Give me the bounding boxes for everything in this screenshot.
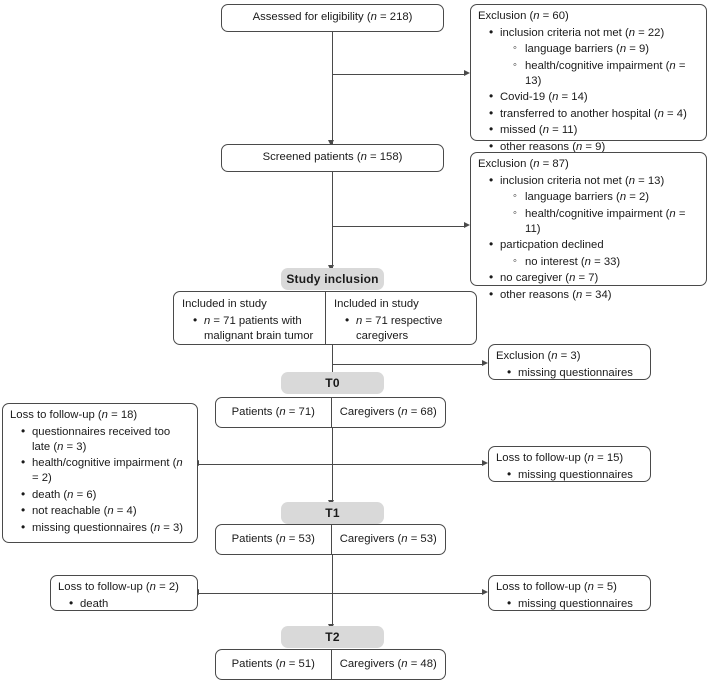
exclusion-1-sublist: language barriers (n = 9) health/cogniti… [500, 41, 699, 89]
badge-t0-label: T0 [325, 376, 340, 390]
list-item: n = 71 patients with malignant brain tum… [193, 313, 317, 344]
box-loss-caregivers-t2[interactable]: Loss to follow-up (n = 5) missing questi… [488, 575, 651, 611]
list-item: questionnaires received too late (n = 3) [21, 424, 190, 455]
list-item: transferred to another hospital (n = 4) [489, 106, 699, 122]
t0-caregivers-label: Caregivers (n = 68) [339, 405, 437, 418]
exclusion-2-sublist-a: language barriers (n = 2) health/cogniti… [500, 189, 699, 237]
t1-caregivers-label: Caregivers (n = 53) [339, 532, 437, 545]
list-item: no interest (n = 33) [513, 254, 699, 270]
loss-caregivers-t1-header: Loss to follow-up (n = 15) [496, 452, 624, 464]
connector-screened-to-inclusion [332, 172, 333, 271]
list-item: inclusion criteria not met (n = 22) lang… [489, 25, 699, 89]
box-loss-caregivers-t1[interactable]: Loss to follow-up (n = 15) missing quest… [488, 446, 651, 482]
list-item: health/cognitive impairment (n = 13) [513, 58, 699, 89]
t0-patients-label: Patients (n = 71) [231, 405, 315, 418]
list-item: no caregiver (n = 7) [489, 270, 699, 286]
connector-included-to-t0 [332, 345, 333, 380]
exclusion-2-list: inclusion criteria not met (n = 13) lang… [478, 173, 699, 303]
list-item: Covid-19 (n = 14) [489, 89, 699, 105]
node-screened-patients[interactable]: Screened patients (n = 158) [221, 144, 444, 172]
list-item: n = 71 respective caregivers [345, 313, 468, 344]
list-item: death [69, 596, 190, 612]
cell-t0-caregivers[interactable]: Caregivers (n = 68) [330, 398, 446, 427]
list-item: particpation declined no interest (n = 3… [489, 237, 699, 270]
exclusion-1-header: Exclusion (n = 60) [478, 10, 569, 22]
badge-t1: T1 [281, 502, 384, 524]
arrowhead-exclusion-2 [464, 222, 470, 229]
connector-to-exclusion-3 [332, 364, 484, 365]
t2-caregivers-label: Caregivers (n = 48) [339, 657, 437, 670]
list-item: inclusion criteria not met (n = 13) lang… [489, 173, 699, 237]
box-exclusion-1[interactable]: Exclusion (n = 60) inclusion criteria no… [470, 4, 707, 155]
node-t0-row[interactable]: Patients (n = 71) Caregivers (n = 68) [215, 397, 446, 428]
t2-patients-label: Patients (n = 51) [231, 657, 315, 670]
cell-included-caregivers[interactable]: Included in study n = 71 respective care… [325, 292, 476, 344]
included-caregivers-bullets: n = 71 respective caregivers [334, 313, 468, 344]
connector-t0-to-t1 [332, 428, 333, 506]
box-loss-patients-t1[interactable]: Loss to follow-up (n = 18) questionnaire… [2, 403, 198, 543]
box-loss-patients-t2[interactable]: Loss to follow-up (n = 2) death [50, 575, 198, 611]
arrowhead-loss-caregivers-t2 [482, 589, 488, 596]
list-item: language barriers (n = 9) [513, 41, 699, 57]
arrowhead-exclusion-3 [482, 360, 488, 367]
included-caregivers-header: Included in study [334, 298, 419, 310]
node-included-in-study[interactable]: Included in study n = 71 patients with m… [173, 291, 477, 345]
badge-t1-label: T1 [325, 506, 340, 520]
loss-caregivers-t1-list: missing questionnaires [496, 467, 643, 483]
loss-caregivers-t2-list: missing questionnaires [496, 596, 643, 612]
connector-assessed-to-screened [332, 31, 333, 144]
arrowhead-exclusion-1 [464, 70, 470, 77]
t1-patients-label: Patients (n = 53) [231, 532, 315, 545]
list-item: missing questionnaires (n = 3) [21, 520, 190, 536]
exclusion-3-header: Exclusion (n = 3) [496, 350, 581, 362]
cell-t2-caregivers[interactable]: Caregivers (n = 48) [330, 650, 446, 679]
list-item: health/cognitive impairment (n = 11) [513, 206, 699, 237]
list-item: missing questionnaires [507, 467, 643, 483]
box-exclusion-2[interactable]: Exclusion (n = 87) inclusion criteria no… [470, 152, 707, 303]
arrowhead-loss-caregivers-t1 [482, 460, 488, 467]
node-t1-row[interactable]: Patients (n = 53) Caregivers (n = 53) [215, 524, 446, 555]
list-item: other reasons (n = 9) [489, 139, 699, 155]
badge-t2: T2 [281, 626, 384, 648]
node-screened-label: Screened patients (n = 158) [262, 151, 403, 164]
exclusion-3-list: missing questionnaires [496, 365, 643, 381]
cell-t1-patients[interactable]: Patients (n = 53) [216, 525, 331, 554]
arrowhead-to-screened [328, 140, 335, 146]
list-item: missing questionnaires [507, 365, 643, 381]
box-exclusion-3[interactable]: Exclusion (n = 3) missing questionnaires [488, 344, 651, 380]
list-item: death (n = 6) [21, 487, 190, 503]
list-item: not reachable (n = 4) [21, 503, 190, 519]
loss-patients-t1-list: questionnaires received too late (n = 3)… [10, 424, 190, 536]
included-patients-header: Included in study [182, 298, 267, 310]
list-item: language barriers (n = 2) [513, 189, 699, 205]
list-item: missed (n = 11) [489, 122, 699, 138]
loss-caregivers-t2-header: Loss to follow-up (n = 5) [496, 581, 617, 593]
loss-patients-t1-header: Loss to follow-up (n = 18) [10, 409, 138, 421]
exclusion-2-header: Exclusion (n = 87) [478, 158, 569, 170]
node-t2-row[interactable]: Patients (n = 51) Caregivers (n = 48) [215, 649, 446, 680]
node-assessed-label: Assessed for eligibility (n = 218) [252, 11, 413, 24]
loss-patients-t2-list: death [58, 596, 190, 612]
list-item: missing questionnaires [507, 596, 643, 612]
connector-to-exclusion-1 [332, 74, 466, 75]
connector-t1-to-t2 [332, 554, 333, 630]
cell-t2-patients[interactable]: Patients (n = 51) [216, 650, 331, 679]
badge-study-inclusion: Study inclusion [281, 268, 384, 290]
badge-t0: T0 [281, 372, 384, 394]
list-item: other reasons (n = 34) [489, 287, 699, 303]
cell-included-patients[interactable]: Included in study n = 71 patients with m… [174, 292, 325, 344]
list-item: health/cognitive impairment (n = 2) [21, 455, 190, 486]
cell-t1-caregivers[interactable]: Caregivers (n = 53) [330, 525, 446, 554]
exclusion-1-list: inclusion criteria not met (n = 22) lang… [478, 25, 699, 155]
node-assessed-for-eligibility[interactable]: Assessed for eligibility (n = 218) [221, 4, 444, 32]
badge-study-inclusion-label: Study inclusion [286, 272, 379, 286]
exclusion-2-sublist-b: no interest (n = 33) [500, 254, 699, 270]
connector-t2-losses [196, 593, 484, 594]
badge-t2-label: T2 [325, 630, 340, 644]
included-patients-bullets: n = 71 patients with malignant brain tum… [182, 313, 317, 344]
connector-t1-losses [196, 464, 484, 465]
connector-to-exclusion-2 [332, 226, 466, 227]
loss-patients-t2-header: Loss to follow-up (n = 2) [58, 581, 179, 593]
cell-t0-patients[interactable]: Patients (n = 71) [216, 398, 331, 427]
